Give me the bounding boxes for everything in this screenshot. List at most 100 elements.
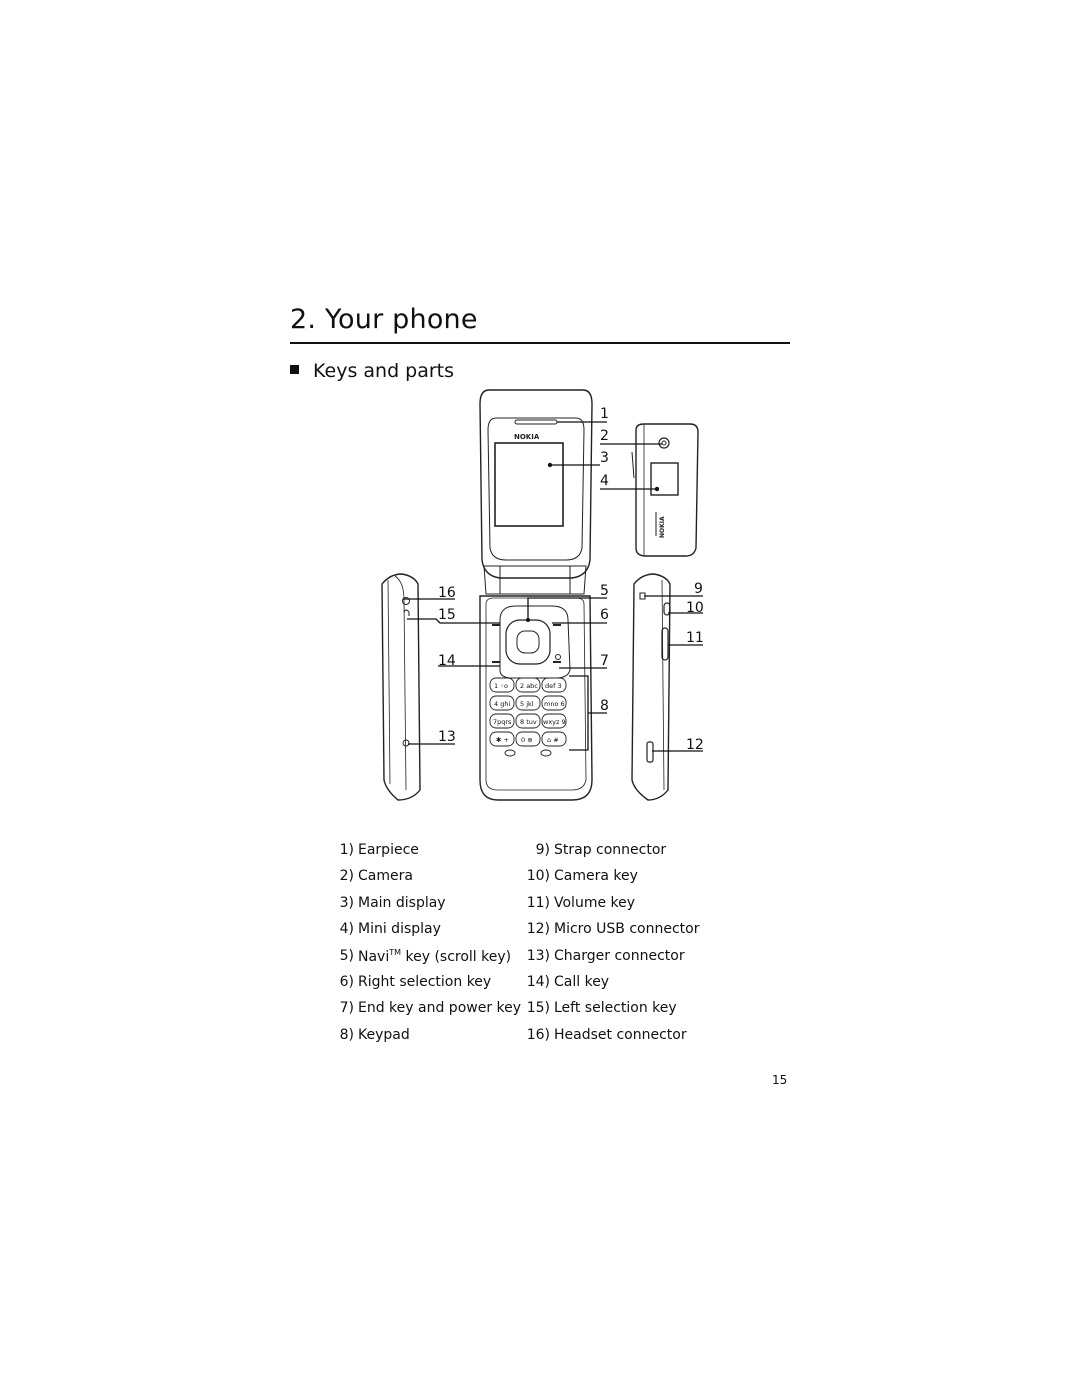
legend-number: 13) (526, 947, 550, 964)
legend-text: Keypad (358, 1026, 410, 1043)
legend-number: 2) (339, 868, 354, 885)
callout-lines (403, 421, 703, 752)
section-title: Keys and parts (313, 360, 455, 382)
navi-key (505, 619, 551, 665)
callout-number: 8 (600, 698, 609, 714)
legend-number: 15) (526, 1000, 550, 1017)
callout-number: 2 (600, 428, 609, 444)
section-heading: Keys and parts (290, 360, 454, 382)
legend-text: Camera (358, 868, 413, 885)
callout-number: 10 (686, 600, 704, 616)
callout-number: 6 (600, 607, 609, 623)
callout-number: 3 (600, 450, 609, 466)
legend-item: 12)Micro USB connector (518, 921, 748, 947)
phone-diagram: NOKIA 1 ◦o 2 abc def 3 4 ghi 5 jkl (381, 389, 704, 801)
headset-connector (402, 597, 410, 605)
legend-number: 4) (339, 921, 354, 938)
camera-key (663, 602, 671, 616)
legend-item: 5)NaviTM key (scroll key) (330, 948, 530, 974)
key-label: ✱ + (496, 736, 509, 744)
legend-item: 13)Charger connector (518, 948, 748, 974)
legend-text: Strap connector (554, 842, 667, 858)
legend-item: 2)Camera (330, 868, 530, 894)
legend-text: Headset connector (554, 1026, 687, 1043)
legend-number: 10) (526, 868, 550, 885)
nav-cluster (499, 605, 571, 679)
phone-closed-view: NOKIA (631, 423, 699, 557)
legend-text-part: Navi (358, 948, 390, 965)
legend-text: Earpiece (358, 842, 419, 858)
legend-item: 4)Mini display (330, 921, 530, 947)
callout-number: 12 (686, 737, 704, 753)
callout-number: 4 (600, 473, 609, 489)
legend-text: Camera key (554, 868, 638, 885)
key-label: 4 ghi (494, 700, 510, 708)
keypad (489, 677, 567, 757)
callout-number: 9 (694, 581, 703, 597)
section-bullet-icon (290, 365, 299, 374)
phone-base (479, 595, 593, 801)
phone-left-side-view (381, 573, 421, 801)
legend-item: 16)Headset connector (518, 1027, 748, 1053)
trademark-superscript: TM (389, 947, 402, 957)
phone-front-view: NOKIA 1 ◦o 2 abc def 3 4 ghi 5 jkl (479, 389, 593, 801)
chapter-rule (290, 342, 790, 344)
callout-number: 15 (438, 607, 456, 623)
legend-item: 14)Call key (518, 974, 748, 1000)
legend-text: Main display (358, 894, 446, 911)
camera-lens (658, 437, 670, 449)
callout-number: 5 (600, 583, 609, 599)
callout-number: 11 (686, 630, 704, 646)
callout-number: 16 (438, 585, 456, 601)
hinge (483, 565, 587, 595)
brand-logo: NOKIA (514, 433, 540, 441)
legend-text: Right selection key (358, 973, 492, 990)
legend-number: 5) (339, 947, 354, 964)
volume-key (661, 627, 669, 661)
main-display (494, 442, 564, 527)
key-label: 5 jkl (520, 700, 534, 708)
legend-text: Micro USB connector (554, 921, 700, 938)
key-label: wxyz 9 (543, 718, 566, 726)
legend-number: 7) (339, 1000, 354, 1017)
legend-text: Left selection key (554, 1000, 677, 1017)
legend-item: 15)Left selection key (518, 1000, 748, 1026)
display-bezel (487, 417, 585, 561)
key-label: ⌂ # (547, 736, 559, 744)
legend-number: 16) (526, 1026, 550, 1043)
legend-number: 1) (339, 842, 354, 858)
brand-logo-vertical: NOKIA (659, 516, 666, 538)
earpiece-slot (514, 419, 558, 425)
key-label: 7pqrs (493, 718, 512, 726)
legend-right-column: 9)Strap connector 10)Camera key 11)Volum… (518, 842, 748, 1053)
callout-number: 13 (438, 729, 456, 745)
legend-number: 9) (535, 842, 550, 858)
legend-item: 6)Right selection key (330, 974, 530, 1000)
end-key (555, 654, 561, 660)
phone-lid (479, 389, 593, 579)
legend-item: 11)Volume key (518, 895, 748, 921)
callout-number: 7 (600, 653, 609, 669)
legend-item: 1)Earpiece (330, 842, 530, 868)
page-number: 15 (772, 1073, 788, 1087)
micro-usb-connector (646, 741, 654, 763)
chapter-title: 2. Your phone (290, 304, 478, 335)
key-label: mno 6 (544, 700, 565, 708)
legend-number: 12) (526, 921, 550, 938)
legend-text-part: key (scroll key) (401, 948, 512, 965)
key-label: 0 ⊕ (521, 736, 533, 744)
callout-number: 14 (438, 653, 456, 669)
legend-number: 6) (339, 973, 354, 990)
legend-item: 7)End key and power key (330, 1000, 530, 1026)
legend-number: 3) (339, 894, 354, 911)
legend-text: Volume key (554, 894, 636, 911)
legend-text: NaviTM key (scroll key) (358, 948, 511, 965)
legend-text: Mini display (358, 921, 441, 938)
charger-connector (402, 739, 410, 747)
legend-number: 8) (339, 1026, 354, 1043)
legend-item: 10)Camera key (518, 868, 748, 894)
legend-number: 14) (526, 973, 550, 990)
legend-item: 3)Main display (330, 895, 530, 921)
legend-item: 9)Strap connector (518, 842, 748, 868)
key-label: 1 ◦o (494, 682, 508, 690)
